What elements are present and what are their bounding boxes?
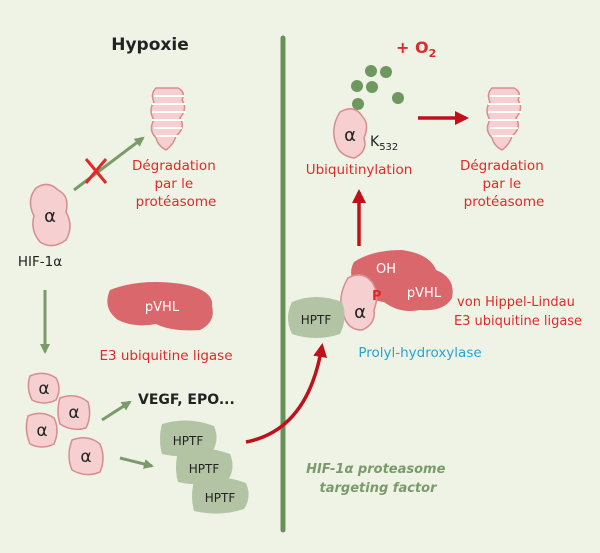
proteasome-icon-right bbox=[486, 87, 522, 151]
hif1-alpha-protein: α bbox=[29, 183, 71, 247]
block-cross-icon bbox=[84, 158, 108, 184]
svg-text:α: α bbox=[68, 403, 79, 423]
arrow-to-hptf bbox=[119, 456, 154, 469]
e3-ligase-label-left: E3 ubiquitine ligase bbox=[99, 348, 232, 364]
oxygen-label: + O2 bbox=[396, 38, 436, 60]
hptf-right: HPTF bbox=[288, 297, 345, 338]
svg-text:HPTF: HPTF bbox=[205, 491, 236, 505]
svg-text:α: α bbox=[36, 421, 47, 441]
von-hippel-lindau-label: von Hippel-Lindau E3 ubiquitine ligase bbox=[454, 295, 582, 329]
hif1-alpha-in-complex: α P bbox=[340, 274, 382, 331]
svg-text:α: α bbox=[38, 379, 49, 399]
ubiquitin-chain bbox=[351, 65, 404, 110]
hif1-alpha-protein-right: α bbox=[333, 108, 368, 159]
alpha-protein-cluster: α α α α bbox=[25, 372, 104, 476]
svg-text:pVHL: pVHL bbox=[145, 300, 180, 315]
degradation-label-right: Dégradation par le protéasome bbox=[460, 158, 548, 210]
pvhl-label-right: pVHL bbox=[407, 286, 442, 301]
proteasome-icon-left bbox=[150, 87, 186, 151]
curved-transfer-arrow bbox=[245, 343, 328, 444]
p-label: P bbox=[372, 289, 382, 304]
svg-text:α: α bbox=[44, 206, 56, 227]
hptf-description-label: HIF-1α proteasome targeting factor bbox=[306, 462, 450, 496]
k532-label: K532 bbox=[370, 134, 398, 153]
prolyl-hydroxylase-label: Prolyl-hydroxylase bbox=[358, 345, 481, 361]
svg-text:α: α bbox=[344, 125, 356, 146]
oh-label: OH bbox=[376, 262, 396, 277]
svg-text:HPTF: HPTF bbox=[301, 313, 332, 327]
hypoxie-title: Hypoxie bbox=[111, 35, 188, 55]
svg-text:HPTF: HPTF bbox=[189, 462, 220, 476]
svg-text:HPTF: HPTF bbox=[173, 434, 204, 448]
svg-text:α: α bbox=[80, 447, 91, 467]
hif1-alpha-label: HIF-1α bbox=[18, 254, 62, 270]
pvhl-protein-left: pVHL bbox=[107, 282, 213, 331]
degradation-label-left: Dégradation par le protéasome bbox=[132, 158, 220, 210]
vegf-epo-label: VEGF, EPO... bbox=[138, 392, 235, 408]
ubiquitinylation-label: Ubiquitinylation bbox=[306, 162, 413, 178]
svg-text:α: α bbox=[354, 302, 366, 323]
hptf-stack: HPTF HPTF HPTF bbox=[160, 420, 249, 514]
arrow-to-vegf bbox=[101, 400, 132, 422]
